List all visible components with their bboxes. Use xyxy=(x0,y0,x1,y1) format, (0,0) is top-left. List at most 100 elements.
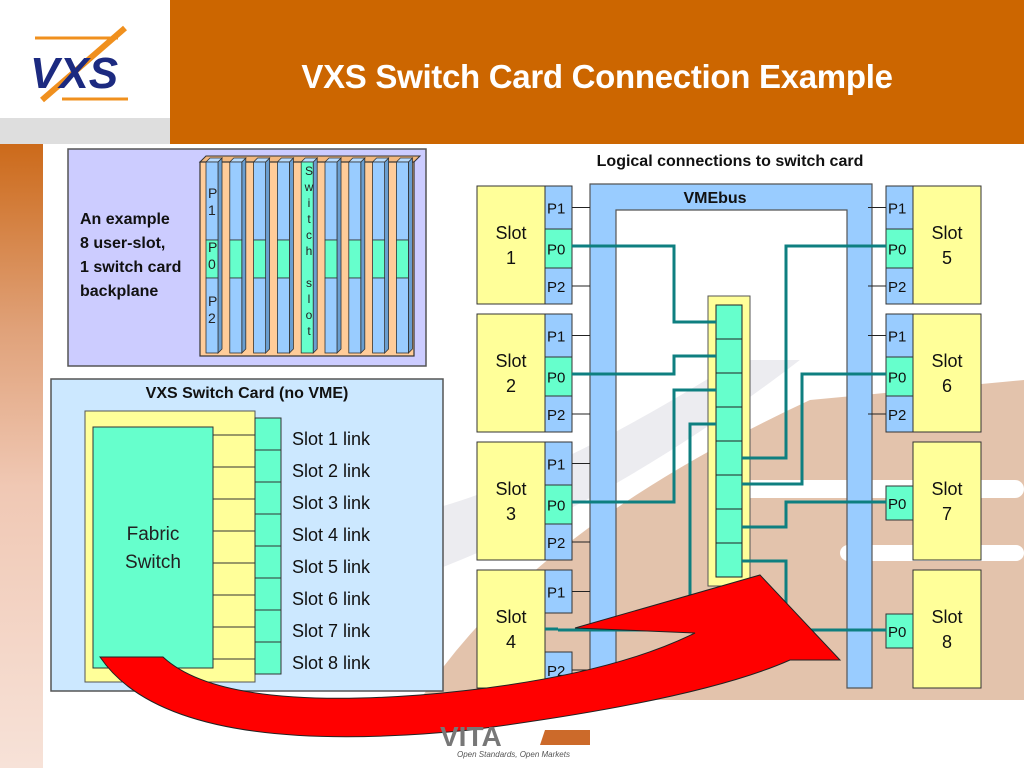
connector-label: P1 xyxy=(547,457,565,474)
slot-number: 7 xyxy=(942,504,952,524)
switch-slot-letter: t xyxy=(307,324,311,338)
connector-label: P0 xyxy=(888,496,906,513)
backplane-connector-label: P xyxy=(208,185,217,201)
backplane-slot xyxy=(205,157,223,354)
switch-slot-letter: w xyxy=(304,180,314,194)
vmebus-label: VMEbus xyxy=(683,190,746,207)
connector-label: P0 xyxy=(547,498,565,515)
switch-card-panel: VXS Switch Card (no VME) Fabric Switch S… xyxy=(50,378,444,692)
connector-label: P2 xyxy=(888,279,906,296)
fabric-label-2: Switch xyxy=(125,552,181,573)
link-label: Slot 2 link xyxy=(292,461,371,481)
backplane-slot xyxy=(347,157,366,354)
switch-slot-letter: l xyxy=(308,292,311,306)
red-arrow xyxy=(99,574,842,738)
link-connector xyxy=(254,609,282,643)
slot-name: Slot xyxy=(495,607,526,627)
switch-slot-letter: i xyxy=(308,196,311,210)
backplane-caption-3: 1 switch card xyxy=(80,259,181,276)
link-connector xyxy=(254,417,282,451)
switch-card-title: VXS Switch Card (no VME) xyxy=(146,385,349,402)
switch-slot-letter: t xyxy=(307,212,311,226)
switch-port xyxy=(715,508,743,544)
teal-wire xyxy=(742,559,886,632)
connector-p0 xyxy=(885,613,914,649)
link-connector xyxy=(254,481,282,515)
connector-p1 xyxy=(544,569,573,614)
backplane-connector-label: P xyxy=(208,239,217,255)
link-connector xyxy=(254,513,282,547)
connector-label: P2 xyxy=(547,279,565,296)
connector-p2 xyxy=(544,395,573,433)
slot-name: Slot xyxy=(931,479,962,499)
link-label: Slot 4 link xyxy=(292,525,371,545)
teal-wire xyxy=(572,244,716,324)
link-label: Slot 8 link xyxy=(292,653,371,673)
slot-7: Slot 7 P0 xyxy=(885,441,982,561)
teal-wire xyxy=(742,244,886,460)
slot-name: Slot xyxy=(931,351,962,371)
connector-p2 xyxy=(885,395,914,433)
connector-p1 xyxy=(885,313,914,358)
connector-label: P1 xyxy=(547,201,565,218)
connector-label: P0 xyxy=(547,370,565,387)
link-label: Slot 1 link xyxy=(292,429,371,449)
backplane-slot xyxy=(395,157,414,354)
slot-name: Slot xyxy=(495,479,526,499)
link-label: Slot 7 link xyxy=(292,621,371,641)
vxs-logo: VXS xyxy=(30,25,128,103)
connector-label: P1 xyxy=(888,329,906,346)
page-title: VXS Switch Card Connection Example xyxy=(301,58,893,95)
switch-port xyxy=(715,542,743,578)
link-connector xyxy=(254,577,282,611)
switch-slot-letter: S xyxy=(305,164,313,178)
backplane-slot xyxy=(252,157,271,354)
connector-label: P2 xyxy=(547,535,565,552)
backplane-connector-label: 0 xyxy=(208,256,216,272)
connector-label: P0 xyxy=(888,370,906,387)
slot-name: Slot xyxy=(495,223,526,243)
switch-slot-letter: c xyxy=(306,228,312,242)
slot-name: Slot xyxy=(931,607,962,627)
connector-p1 xyxy=(544,185,573,230)
link-label: Slot 3 link xyxy=(292,493,371,513)
backplane-slot xyxy=(228,157,247,354)
switch-port xyxy=(715,304,743,340)
slot-number: 1 xyxy=(506,248,516,268)
logical-diagram: Logical connections to switch card VMEbu… xyxy=(476,153,982,689)
backplane-caption-2: 8 user-slot, xyxy=(80,235,165,252)
svg-text:VXS: VXS xyxy=(30,49,118,98)
left-gradient-strip xyxy=(0,144,43,768)
logical-title: Logical connections to switch card xyxy=(597,153,864,170)
connector-label: P0 xyxy=(888,624,906,641)
connector-label: P1 xyxy=(547,329,565,346)
link-label: Slot 5 link xyxy=(292,557,371,577)
connector-p0 xyxy=(544,484,573,525)
connector-p2 xyxy=(544,267,573,305)
switch-slot-letter: s xyxy=(306,276,312,290)
connector-label: P0 xyxy=(888,242,906,259)
backplane-slot xyxy=(371,157,390,354)
switch-port xyxy=(715,372,743,408)
connector-p1 xyxy=(544,313,573,358)
slot-number: 2 xyxy=(506,376,516,396)
switch-port xyxy=(715,474,743,510)
switch-slot-letter: o xyxy=(306,308,313,322)
backplane-connector-label: 2 xyxy=(208,310,216,326)
teal-wire xyxy=(742,500,886,529)
backplane-connector-label: 1 xyxy=(208,202,216,218)
backplane-panel: An example 8 user-slot, 1 switch card ba… xyxy=(67,148,427,367)
connector-p2 xyxy=(885,267,914,305)
vita-logo-text: VITA xyxy=(440,721,502,752)
link-connector xyxy=(254,449,282,483)
connector-label: P1 xyxy=(888,201,906,218)
slot-number: 4 xyxy=(506,632,516,652)
vita-footer-logo: VITA Open Standards, Open Markets xyxy=(440,721,590,759)
teal-wire xyxy=(572,354,716,376)
slot-name: Slot xyxy=(495,351,526,371)
